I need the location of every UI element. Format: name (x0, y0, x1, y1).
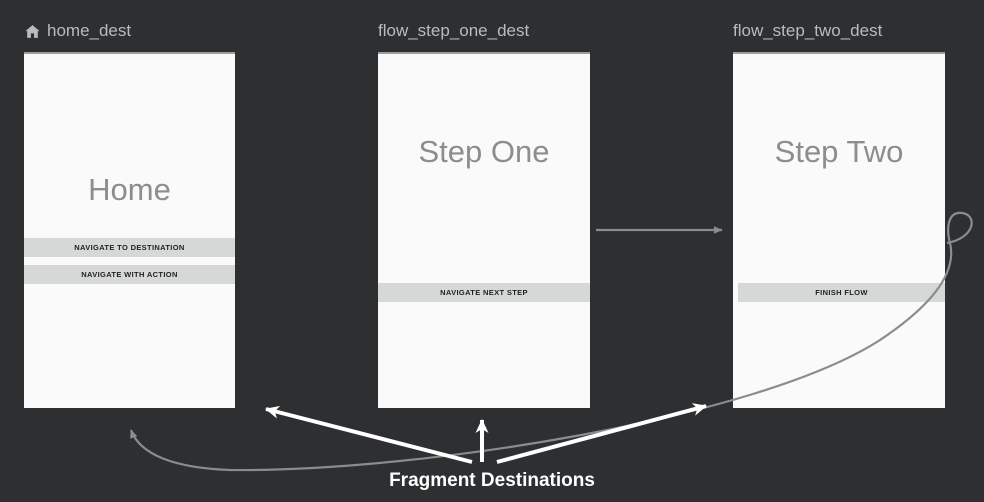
navigate-next-step-button[interactable]: NAVIGATE NEXT STEP (378, 283, 590, 302)
destination-label-text: flow_step_one_dest (378, 21, 530, 40)
destination-label-text: flow_step_two_dest (733, 21, 883, 40)
destination-card-flow-step-two-dest[interactable]: Step Two FINISH FLOW (733, 52, 945, 408)
preview-title: Step One (418, 134, 550, 169)
destination-label-flow-step-two-dest[interactable]: flow_step_two_dest (733, 21, 882, 41)
finish-flow-button[interactable]: FINISH FLOW (738, 283, 945, 302)
destination-label-flow-step-one-dest[interactable]: flow_step_one_dest (378, 21, 529, 41)
destination-card-home-dest[interactable]: Home NAVIGATE TO DESTINATION NAVIGATE WI… (24, 52, 235, 408)
navigate-to-destination-button[interactable]: NAVIGATE TO DESTINATION (24, 238, 235, 257)
destination-label-home-dest[interactable]: home_dest (24, 21, 131, 41)
annotation-arrow-flow-step-two-dest (496, 403, 707, 464)
home-icon (24, 23, 41, 40)
destination-card-flow-step-one-dest[interactable]: Step One NAVIGATE NEXT STEP (378, 52, 590, 408)
destination-label-text: home_dest (47, 21, 132, 40)
annotation-arrow-home-dest (265, 405, 473, 464)
preview-title: Home (88, 172, 171, 207)
preview-title: Step Two (774, 134, 904, 169)
annotation-caption: Fragment Destinations (389, 470, 595, 491)
navigate-with-action-button[interactable]: NAVIGATE WITH ACTION (24, 265, 235, 284)
